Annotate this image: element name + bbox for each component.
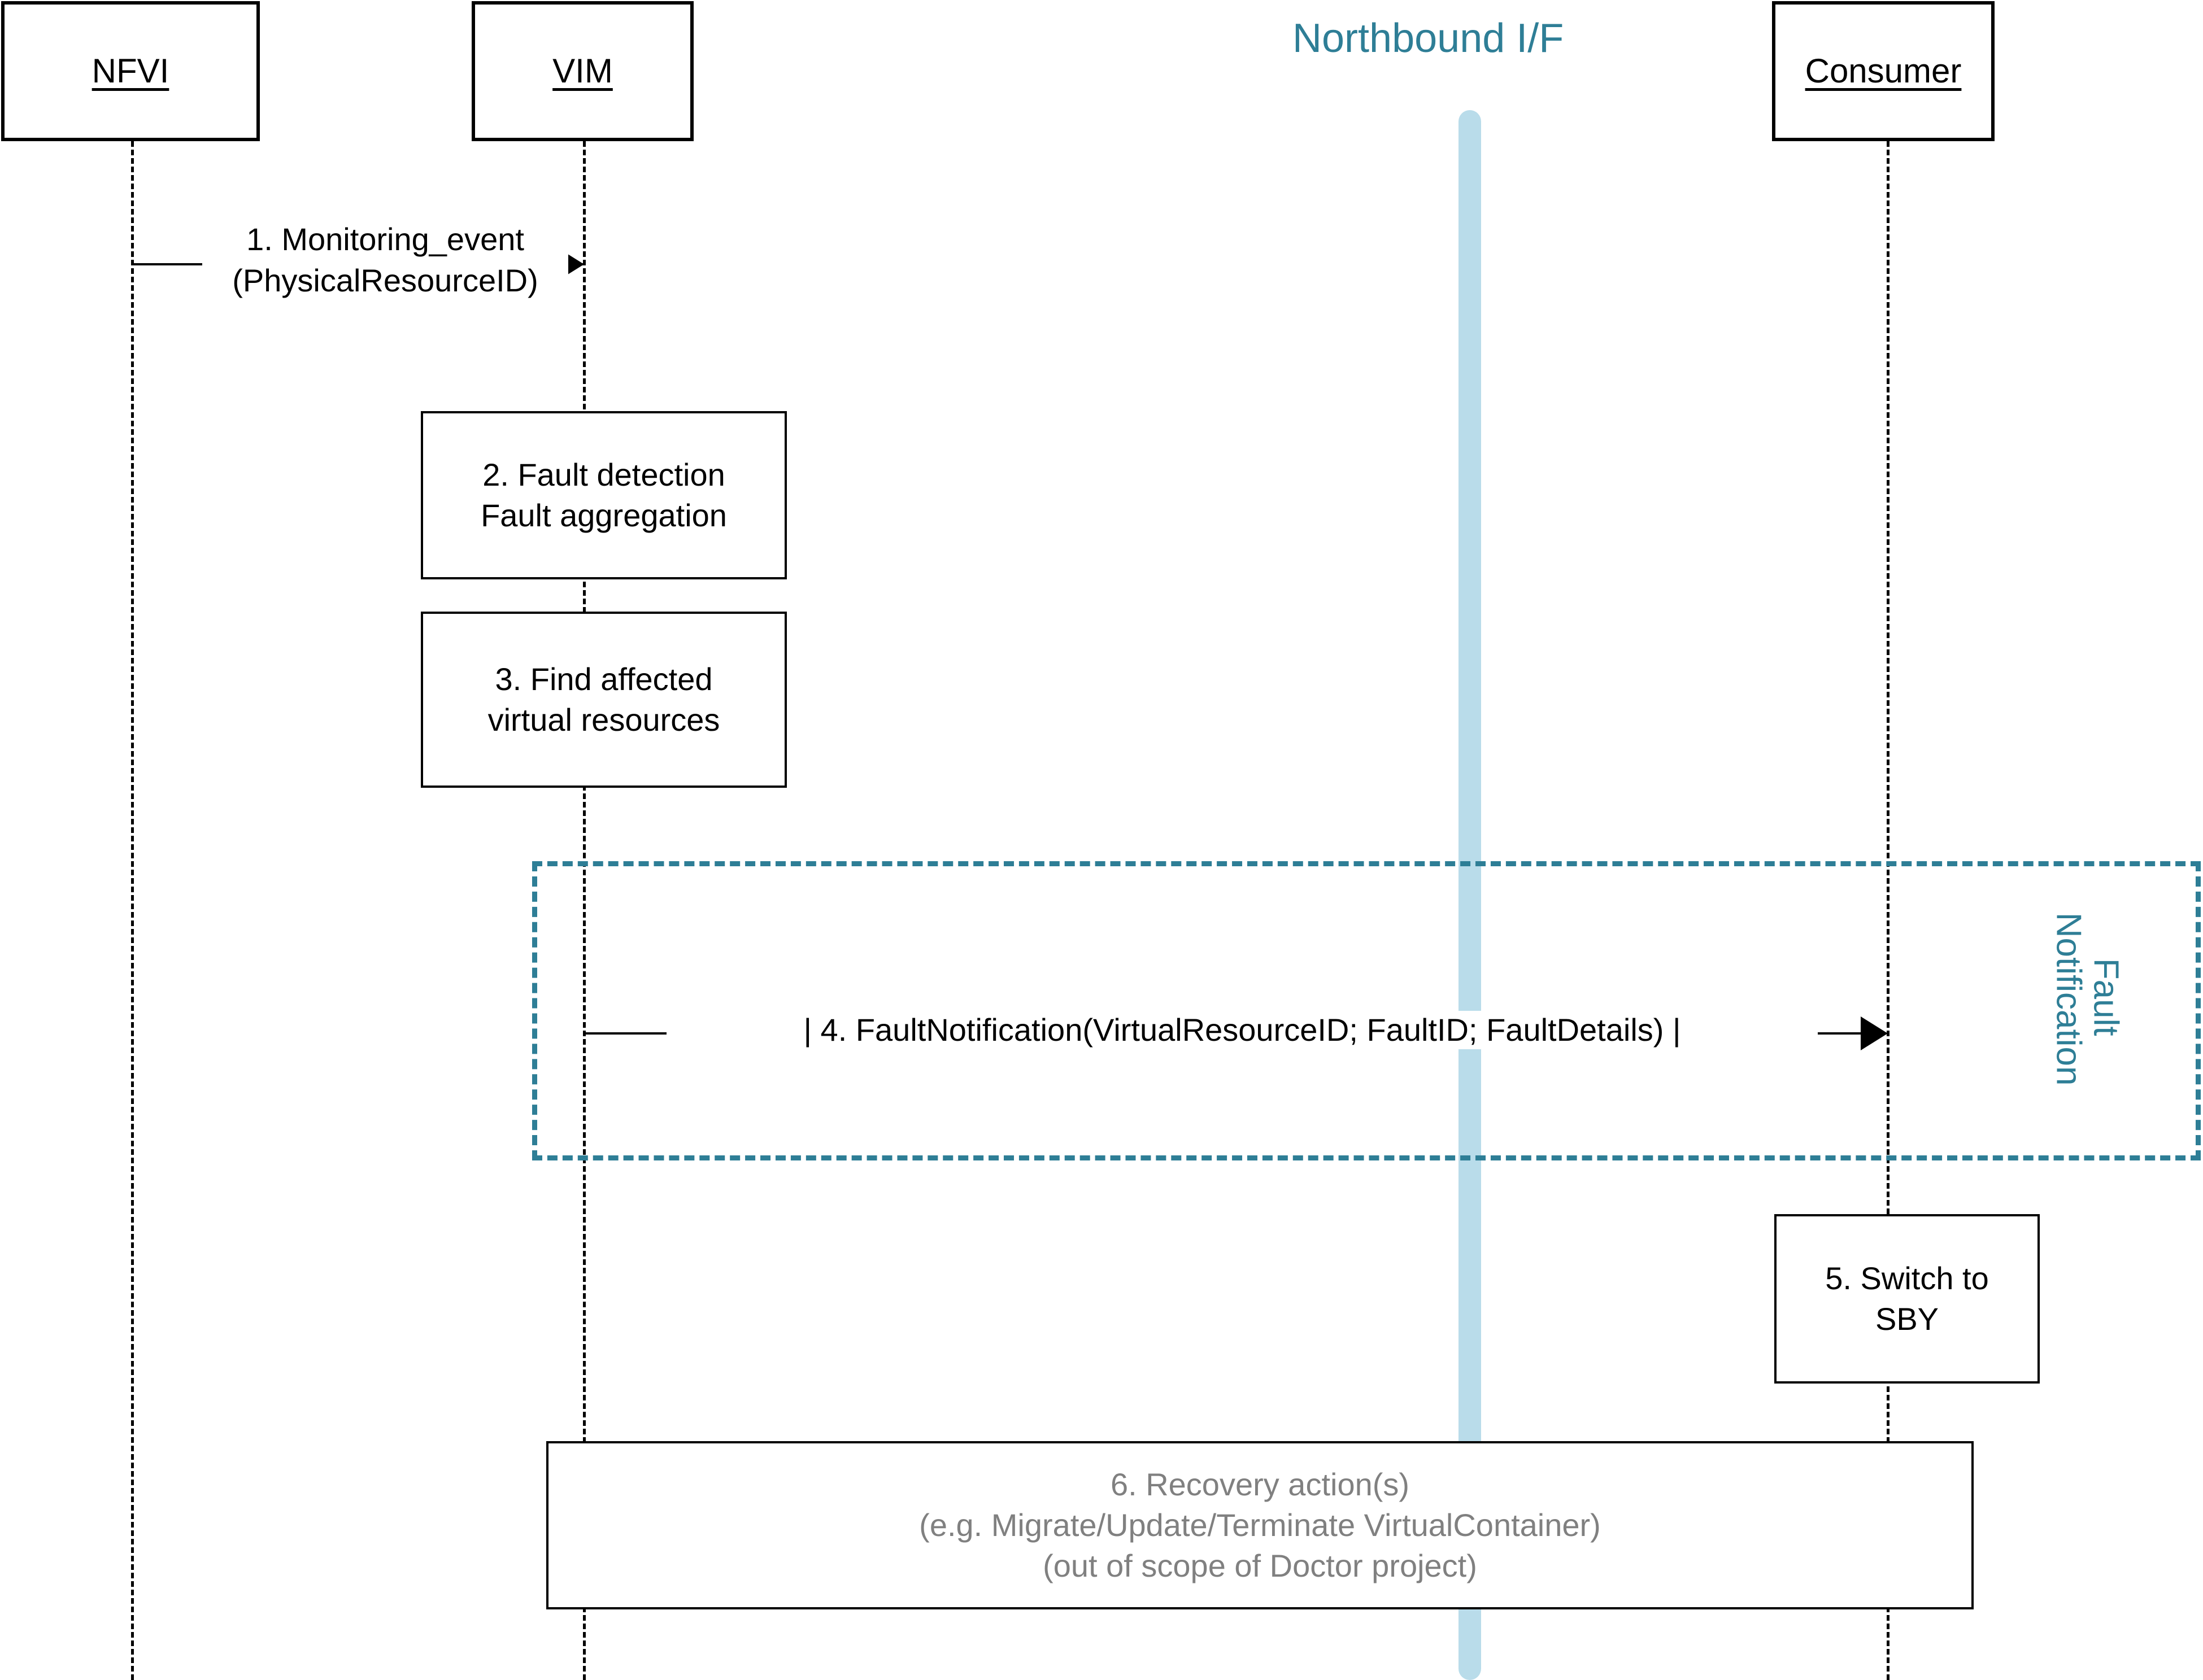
- process-box-step-3-line1: 3. Find affected: [495, 661, 713, 697]
- lifeline-nfvi: [131, 141, 134, 1680]
- process-box-step-5[interactable]: 5. Switch to SBY: [1774, 1214, 2040, 1384]
- message-4-label: | 4. FaultNotification(VirtualResourceID…: [667, 1011, 1818, 1050]
- process-box-step-6-line3: (out of scope of Doctor project): [1043, 1547, 1477, 1583]
- fragment-label-line2: Notification: [2049, 912, 2088, 1086]
- process-box-step-6[interactable]: 6. Recovery action(s) (e.g. Migrate/Upda…: [546, 1441, 1974, 1609]
- message-1-label-line1: 1. Monitoring_event: [246, 221, 524, 257]
- fragment-fault-notification-label: Fault Notification: [2049, 912, 2126, 1086]
- process-box-step-3-line2: virtual resources: [487, 702, 720, 738]
- process-box-step-5-line1: 5. Switch to: [1825, 1260, 1989, 1297]
- message-1-label-line2: (PhysicalResourceID): [232, 262, 538, 298]
- message-4-label-line1: | 4. FaultNotification(VirtualResourceID…: [803, 1012, 1681, 1048]
- northbound-interface-pipe: [1458, 110, 1481, 1680]
- fragment-label-line1: Fault: [2086, 958, 2126, 1036]
- lifeline-vim: [583, 141, 586, 1680]
- actor-box-consumer[interactable]: Consumer: [1772, 1, 1995, 141]
- message-4-arrowhead: [1861, 1016, 1888, 1050]
- process-box-step-6-line2: (e.g. Migrate/Update/Terminate VirtualCo…: [919, 1507, 1601, 1543]
- fragment-fault-notification: [532, 861, 2201, 1160]
- process-box-step-5-line2: SBY: [1875, 1301, 1939, 1337]
- process-box-step-2[interactable]: 2. Fault detection Fault aggregation: [421, 411, 787, 579]
- process-box-step-3[interactable]: 3. Find affected virtual resources: [421, 612, 787, 788]
- process-box-step-2-line1: 2. Fault detection: [482, 457, 725, 493]
- lifeline-consumer: [1887, 141, 1889, 1680]
- actor-label-consumer: Consumer: [1805, 52, 1962, 90]
- message-1-label: 1. Monitoring_event (PhysicalResourceID): [202, 219, 568, 302]
- process-box-step-6-line1: 6. Recovery action(s): [1110, 1467, 1410, 1503]
- process-box-step-2-line2: Fault aggregation: [481, 498, 727, 533]
- actor-box-vim[interactable]: VIM: [472, 1, 694, 141]
- northbound-interface-title: Northbound I/F: [1292, 16, 1564, 61]
- actor-label-vim: VIM: [552, 52, 613, 90]
- actor-label-nfvi: NFVI: [92, 52, 169, 90]
- actor-box-nfvi[interactable]: NFVI: [1, 1, 260, 141]
